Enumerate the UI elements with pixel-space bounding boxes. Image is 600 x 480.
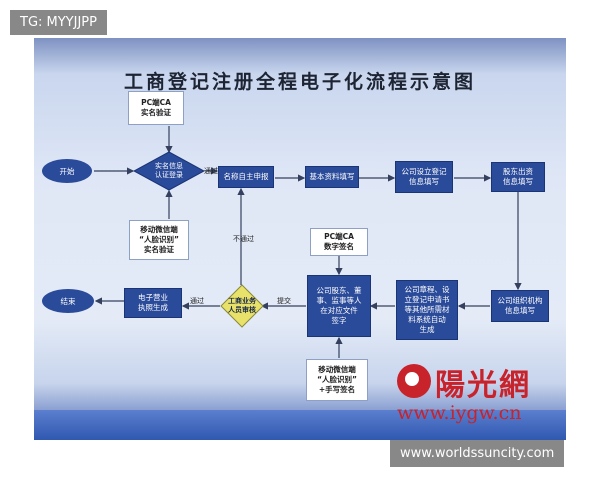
auto-generate-box: 公司章程、设 立登记申请书 等其他所需材 料系统自动 生成 <box>396 280 458 340</box>
realname-auth-diamond: 实名信息 认证登录 <box>133 151 205 191</box>
e-license-text: 电子营业 执照生成 <box>138 293 168 312</box>
basic-info-text: 基本资料填写 <box>309 172 355 181</box>
end-label: 结束 <box>60 296 76 306</box>
pc-ca-realname-box: PC端CA 实名验证 <box>128 91 184 125</box>
sign-docs-text: 公司股东、董 事、监事等人 在对应文件 签字 <box>316 286 362 325</box>
start-label: 开始 <box>59 166 75 176</box>
basic-info-box: 基本资料填写 <box>305 166 359 188</box>
edge-label-not-pass: 不通过 <box>233 235 254 243</box>
mobile-face-realname-text: 移动微信端 “人脸识别” 实名验证 <box>139 225 179 254</box>
photo-bottom-band <box>34 410 566 440</box>
start-node: 开始 <box>42 159 92 183</box>
realname-auth-shape <box>133 151 205 191</box>
flow-arrows <box>94 126 522 358</box>
pc-ca-sign-text: PC端CA 数字签名 <box>324 232 354 251</box>
org-info-box: 公司组织机构 信息填写 <box>491 290 549 322</box>
org-info-text: 公司组织机构 信息填写 <box>497 296 543 315</box>
realname-auth-text: 实名信息 认证登录 <box>155 162 183 179</box>
mobile-face-sign-text: 移动微信端 “人脸识别” +手写签名 <box>317 365 357 394</box>
edge-label-submit: 提交 <box>277 297 291 305</box>
name-declare-box: 名称自主申报 <box>218 166 274 188</box>
mobile-face-realname-box: 移动微信端 “人脸识别” 实名验证 <box>129 220 189 260</box>
name-declare-text: 名称自主申报 <box>223 172 269 181</box>
watermark: www.worldssuncity.com <box>390 440 565 467</box>
auto-generate-text: 公司章程、设 立登记申请书 等其他所需材 料系统自动 生成 <box>404 285 450 334</box>
e-license-box: 电子营业 执照生成 <box>124 288 182 318</box>
sign-docs-box: 公司股东、董 事、监事等人 在对应文件 签字 <box>307 275 371 337</box>
shareholder-info-text: 股东出资 信息填写 <box>503 167 533 186</box>
review-shape <box>220 284 264 328</box>
flowchart-photo: 工商登记注册全程电子化流程示意图 <box>34 38 566 440</box>
company-reg-info-box: 公司设立登记 信息填写 <box>395 161 453 193</box>
site-logo: 陽光網 www.iygw.cn <box>397 360 566 424</box>
logo-disc-icon <box>397 364 431 398</box>
edge-label-pass-top: 通过 <box>204 167 218 175</box>
top-tag: TG: MYYJJPP <box>10 10 107 35</box>
shareholder-info-box: 股东出资 信息填写 <box>491 162 545 192</box>
end-node: 结束 <box>42 289 94 313</box>
logo-name: 陽光網 <box>435 368 531 403</box>
pc-ca-sign-box: PC端CA 数字签名 <box>310 228 368 256</box>
edge-label-pass-bottom: 通过 <box>190 297 204 305</box>
diagram-title: 工商登记注册全程电子化流程示意图 <box>123 71 476 93</box>
review-text: 工商业务 人员审核 <box>228 297 256 314</box>
mobile-face-sign-box: 移动微信端 “人脸识别” +手写签名 <box>306 359 368 401</box>
logo-url: www.iygw.cn <box>397 402 522 424</box>
pc-ca-realname-text: PC端CA 实名验证 <box>141 98 171 117</box>
company-reg-info-text: 公司设立登记 信息填写 <box>401 167 447 186</box>
review-diamond: 工商业务 人员审核 <box>220 284 264 328</box>
